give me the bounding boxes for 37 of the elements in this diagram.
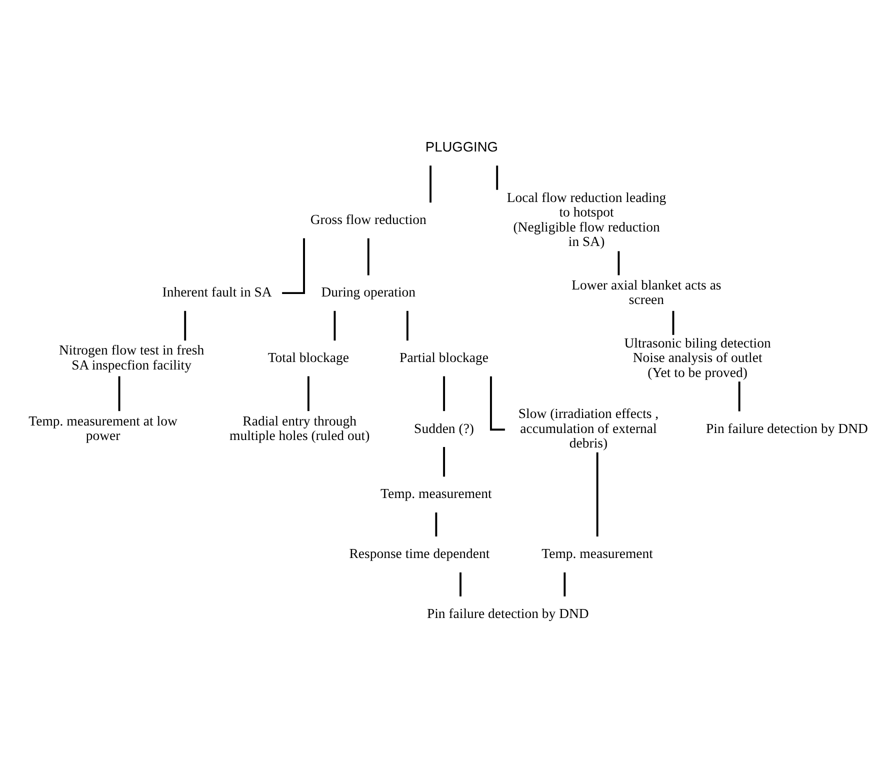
node-text: Slow (irradiation effects , accumulation of external debris) (518, 406, 659, 451)
connector (564, 572, 566, 596)
connector (406, 310, 408, 341)
node-text: Lower axial blanket acts as screen (572, 277, 722, 308)
connector (672, 310, 674, 335)
connector (443, 447, 446, 477)
node-text: Sudden (?) (414, 420, 474, 436)
connector (184, 310, 186, 341)
node-text: Nitrogen flow test in fresh SA inspecfion facility (59, 342, 204, 372)
connector (430, 166, 432, 203)
node-text: Temp. measurement at low power (28, 413, 178, 444)
connector (738, 382, 740, 412)
connector (118, 376, 120, 412)
node-text: Ultrasonic biling detection Noise analysis of outlet (Yet to be proved) (624, 335, 771, 380)
node-text: Temp. measurement (380, 486, 492, 502)
connector (460, 572, 462, 596)
node-text: Total blockage (268, 350, 349, 366)
node-text: Temp. measurement (542, 546, 653, 562)
node-text: Pin failure detection by DND (706, 420, 868, 436)
connector (307, 376, 310, 412)
connector (496, 166, 498, 190)
node-text: Partial blockage (400, 350, 489, 366)
node-text: During operation (321, 284, 416, 300)
connector (596, 452, 598, 537)
node-text: Radial entry through multiple holes (ruled out) (230, 413, 370, 444)
connector (618, 251, 620, 276)
connector (443, 376, 446, 412)
node-text: Gross flow reduction (310, 212, 426, 227)
node-text: Inherent fault in SA (162, 284, 272, 300)
node-text: PLUGGING (425, 139, 498, 154)
node-text: Pin failure detection by DND (426, 606, 589, 622)
node-text: Response time dependent (349, 546, 490, 562)
connector (334, 310, 336, 341)
connector (367, 238, 370, 276)
connector (282, 238, 305, 294)
node-text: Local flow reduction leading to hotspot (Negligible flow reduction in SA) (506, 190, 666, 250)
connector (435, 512, 438, 536)
